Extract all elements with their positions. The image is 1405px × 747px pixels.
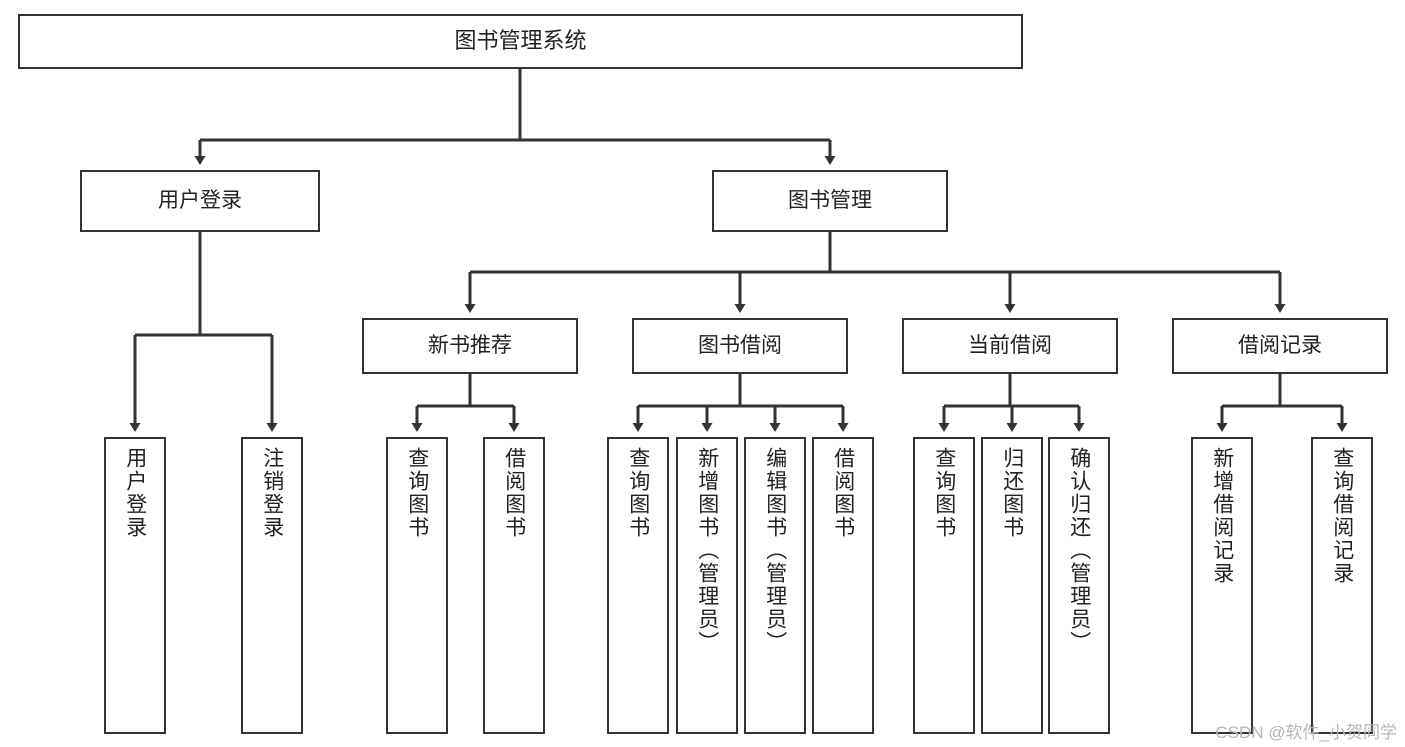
node-leaf[interactable]: 确认归还（管理员） bbox=[1048, 437, 1110, 734]
node-leaf-label: 新增借阅记录 bbox=[1210, 447, 1234, 585]
node-leaf[interactable]: 查询图书 bbox=[913, 437, 975, 734]
node-leaf-label: 编辑图书（管理员） bbox=[763, 447, 787, 654]
node-leaf-label: 归还图书 bbox=[1000, 447, 1024, 539]
node-leaf-label: 查询图书 bbox=[626, 447, 650, 539]
node-level2-borrow-record-label: 借阅记录 bbox=[1238, 334, 1322, 358]
node-level2-new-book-recommend-label: 新书推荐 bbox=[428, 334, 512, 358]
node-leaf[interactable]: 查询图书 bbox=[386, 437, 448, 734]
node-level1-user-login-label: 用户登录 bbox=[158, 189, 242, 213]
node-leaf-label: 查询图书 bbox=[932, 447, 956, 539]
node-leaf[interactable]: 查询借阅记录 bbox=[1311, 437, 1373, 734]
node-leaf[interactable]: 归还图书 bbox=[981, 437, 1043, 734]
node-level1-book-management-label: 图书管理 bbox=[788, 189, 872, 213]
node-level2-current-borrow-label: 当前借阅 bbox=[968, 334, 1052, 358]
node-leaf-label: 确认归还（管理员） bbox=[1067, 447, 1091, 654]
node-leaf-label: 用户登录 bbox=[123, 447, 147, 539]
node-level2-new-book-recommend[interactable]: 新书推荐 bbox=[362, 318, 578, 374]
node-level1-user-login[interactable]: 用户登录 bbox=[80, 170, 320, 232]
node-leaf-label: 查询图书 bbox=[405, 447, 429, 539]
node-level2-current-borrow[interactable]: 当前借阅 bbox=[902, 318, 1118, 374]
node-leaf[interactable]: 借阅图书 bbox=[483, 437, 545, 734]
node-leaf[interactable]: 用户登录 bbox=[104, 437, 166, 734]
node-leaf[interactable]: 借阅图书 bbox=[812, 437, 874, 734]
node-leaf-label: 注销登录 bbox=[260, 447, 284, 539]
node-leaf[interactable]: 查询图书 bbox=[607, 437, 669, 734]
node-level2-book-borrow-label: 图书借阅 bbox=[698, 334, 782, 358]
node-leaf[interactable]: 新增图书（管理员） bbox=[676, 437, 738, 734]
node-level1-book-management[interactable]: 图书管理 bbox=[712, 170, 948, 232]
watermark-text: CSDN @软件_小贺同学 bbox=[1215, 723, 1397, 742]
node-leaf-label: 查询借阅记录 bbox=[1330, 447, 1354, 585]
node-level2-book-borrow[interactable]: 图书借阅 bbox=[632, 318, 848, 374]
node-root-label: 图书管理系统 bbox=[454, 28, 587, 54]
node-level2-borrow-record[interactable]: 借阅记录 bbox=[1172, 318, 1388, 374]
node-leaf-label: 借阅图书 bbox=[831, 447, 855, 539]
node-leaf-label: 借阅图书 bbox=[502, 447, 526, 539]
node-leaf-label: 新增图书（管理员） bbox=[695, 447, 719, 654]
node-leaf[interactable]: 新增借阅记录 bbox=[1191, 437, 1253, 734]
node-leaf[interactable]: 注销登录 bbox=[241, 437, 303, 734]
node-leaf[interactable]: 编辑图书（管理员） bbox=[744, 437, 806, 734]
node-root[interactable]: 图书管理系统 bbox=[18, 14, 1023, 69]
